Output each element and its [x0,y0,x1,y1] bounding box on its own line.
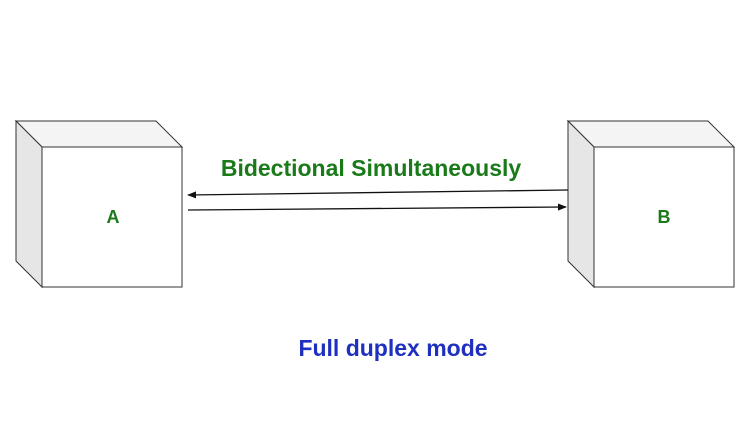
node-a-box: A [14,119,184,289]
node-b-side-face [567,119,595,289]
node-a-side-face [15,119,43,289]
node-a-top-face [14,120,184,148]
node-b-label: B [658,207,671,227]
node-a-label: A [107,207,120,227]
diagram-caption: Full duplex mode [298,335,487,361]
node-b-top-face [566,120,736,148]
node-b-box: B [566,119,736,289]
arrow-a-to-b [187,203,567,211]
connection-label: Bidectional Simultaneously [221,155,522,181]
node-b-front-face [593,146,735,288]
arrow-b-to-a [187,189,569,199]
node-a-front-face [41,146,183,288]
